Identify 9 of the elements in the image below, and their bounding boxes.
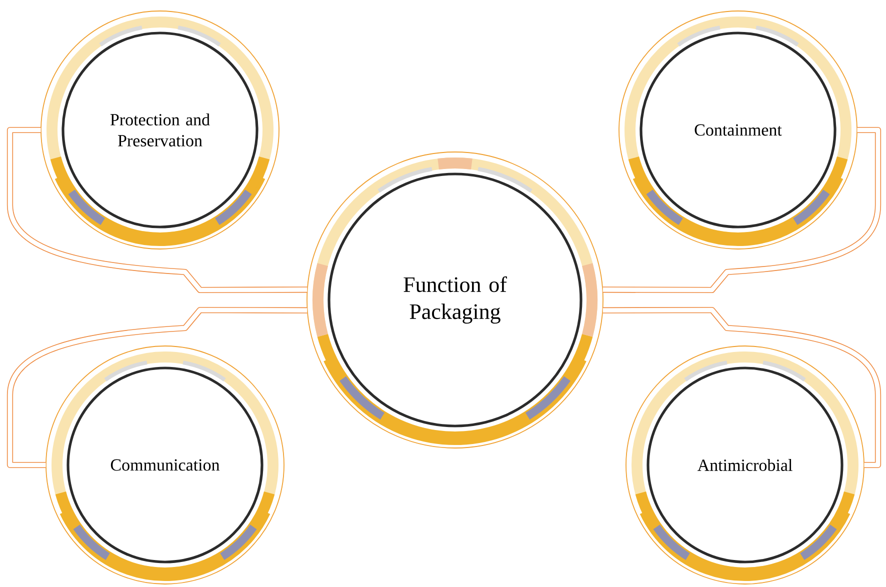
connector-line: [602, 126, 882, 294]
circle-node: Communication: [46, 346, 284, 584]
circle-node: Function of Packaging: [306, 152, 604, 448]
connector-line: [6, 306, 308, 468]
circle-node: Protection and Preservation: [40, 10, 280, 250]
connector-line: [6, 126, 308, 294]
circle-node: Containment: [618, 10, 858, 250]
connector-line: [602, 306, 882, 468]
circle-node: Antimicrobial: [626, 346, 864, 584]
